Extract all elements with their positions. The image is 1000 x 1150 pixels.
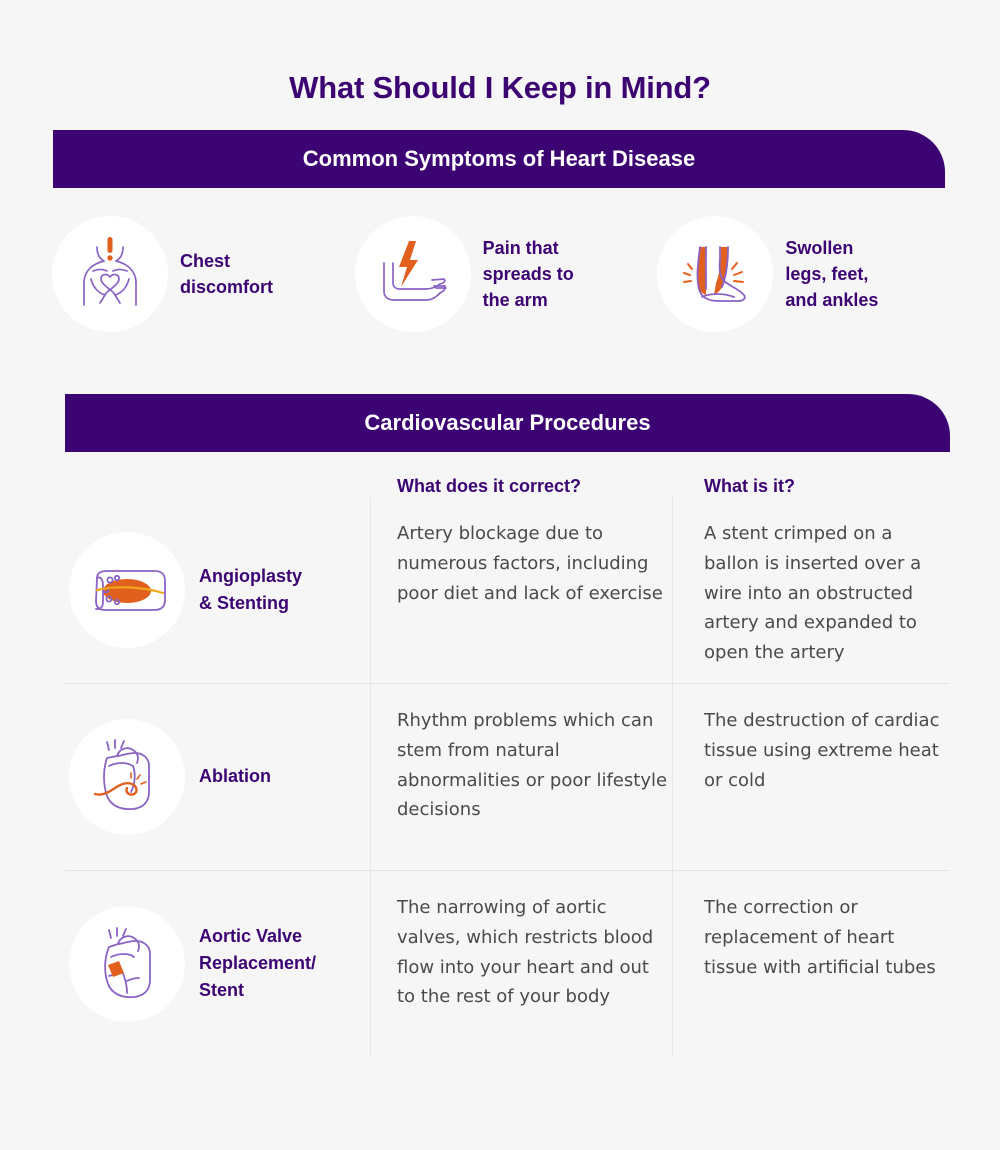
heart-valve-icon (69, 905, 185, 1022)
procedure-what: A stent crimped on a ballon is inserted … (672, 496, 950, 683)
symptom-label: Chest discomfort (180, 250, 274, 297)
procedure-what: The correction or replacement of heart t… (672, 870, 950, 1057)
procedure-name-cell: Aortic Valve Replacement/ Stent (65, 871, 370, 1057)
page-title: What Should I Keep in Mind? (289, 69, 711, 105)
procedure-name-cell: Ablation (65, 684, 370, 870)
table-row: Ablation Rhythm problems which can stem … (65, 683, 950, 871)
procedures-table: What does it correct? What is it? Ang (65, 452, 950, 1057)
table-header-corrects: What does it correct? (397, 475, 582, 496)
symptom-item: Chest discomfort (52, 215, 355, 332)
symptoms-section-banner: Common Symptoms of Heart Disease (53, 129, 945, 188)
procedure-corrects: The narrowing of aortic valves, which re… (370, 870, 672, 1057)
arm-pain-icon (354, 215, 471, 332)
table-header-what: What is it? (704, 475, 795, 496)
procedure-name: Angioplasty & Stenting (199, 565, 303, 613)
table-header-row: What does it correct? What is it? (65, 452, 950, 497)
symptom-item: Swollen legs, feet, and ankles (657, 215, 960, 332)
procedure-corrects: Artery blockage due to numerous factors,… (370, 496, 672, 683)
table-header-icon-col (65, 476, 370, 497)
procedure-name: Ablation (199, 766, 271, 787)
artery-stent-icon (69, 531, 185, 648)
swollen-foot-icon (657, 215, 774, 332)
table-row: Angioplasty & Stenting Artery blockage d… (65, 496, 950, 684)
procedure-name-cell: Angioplasty & Stenting (65, 497, 370, 683)
table-row: Aortic Valve Replacement/ Stent The narr… (65, 870, 950, 1057)
symptom-item: Pain that spreads to the arm (354, 215, 658, 332)
symptom-label: Swollen legs, feet, and ankles (785, 237, 879, 310)
procedure-what: The destruction of cardiac tissue using … (672, 683, 950, 870)
symptom-label: Pain that spreads to the arm (482, 237, 574, 310)
procedure-corrects: Rhythm problems which can stem from natu… (370, 683, 672, 870)
chest-discomfort-icon (52, 215, 168, 332)
heart-catheter-icon (69, 718, 185, 835)
procedures-section-banner: Cardiovascular Procedures (65, 393, 950, 452)
procedure-name: Aortic Valve Replacement/ Stent (199, 926, 317, 1001)
procedures-banner-label: Cardiovascular Procedures (364, 409, 651, 435)
symptoms-banner-label: Common Symptoms of Heart Disease (302, 145, 696, 171)
symptoms-row: Chest discomfort Pain that spreads to th… (0, 215, 1000, 332)
